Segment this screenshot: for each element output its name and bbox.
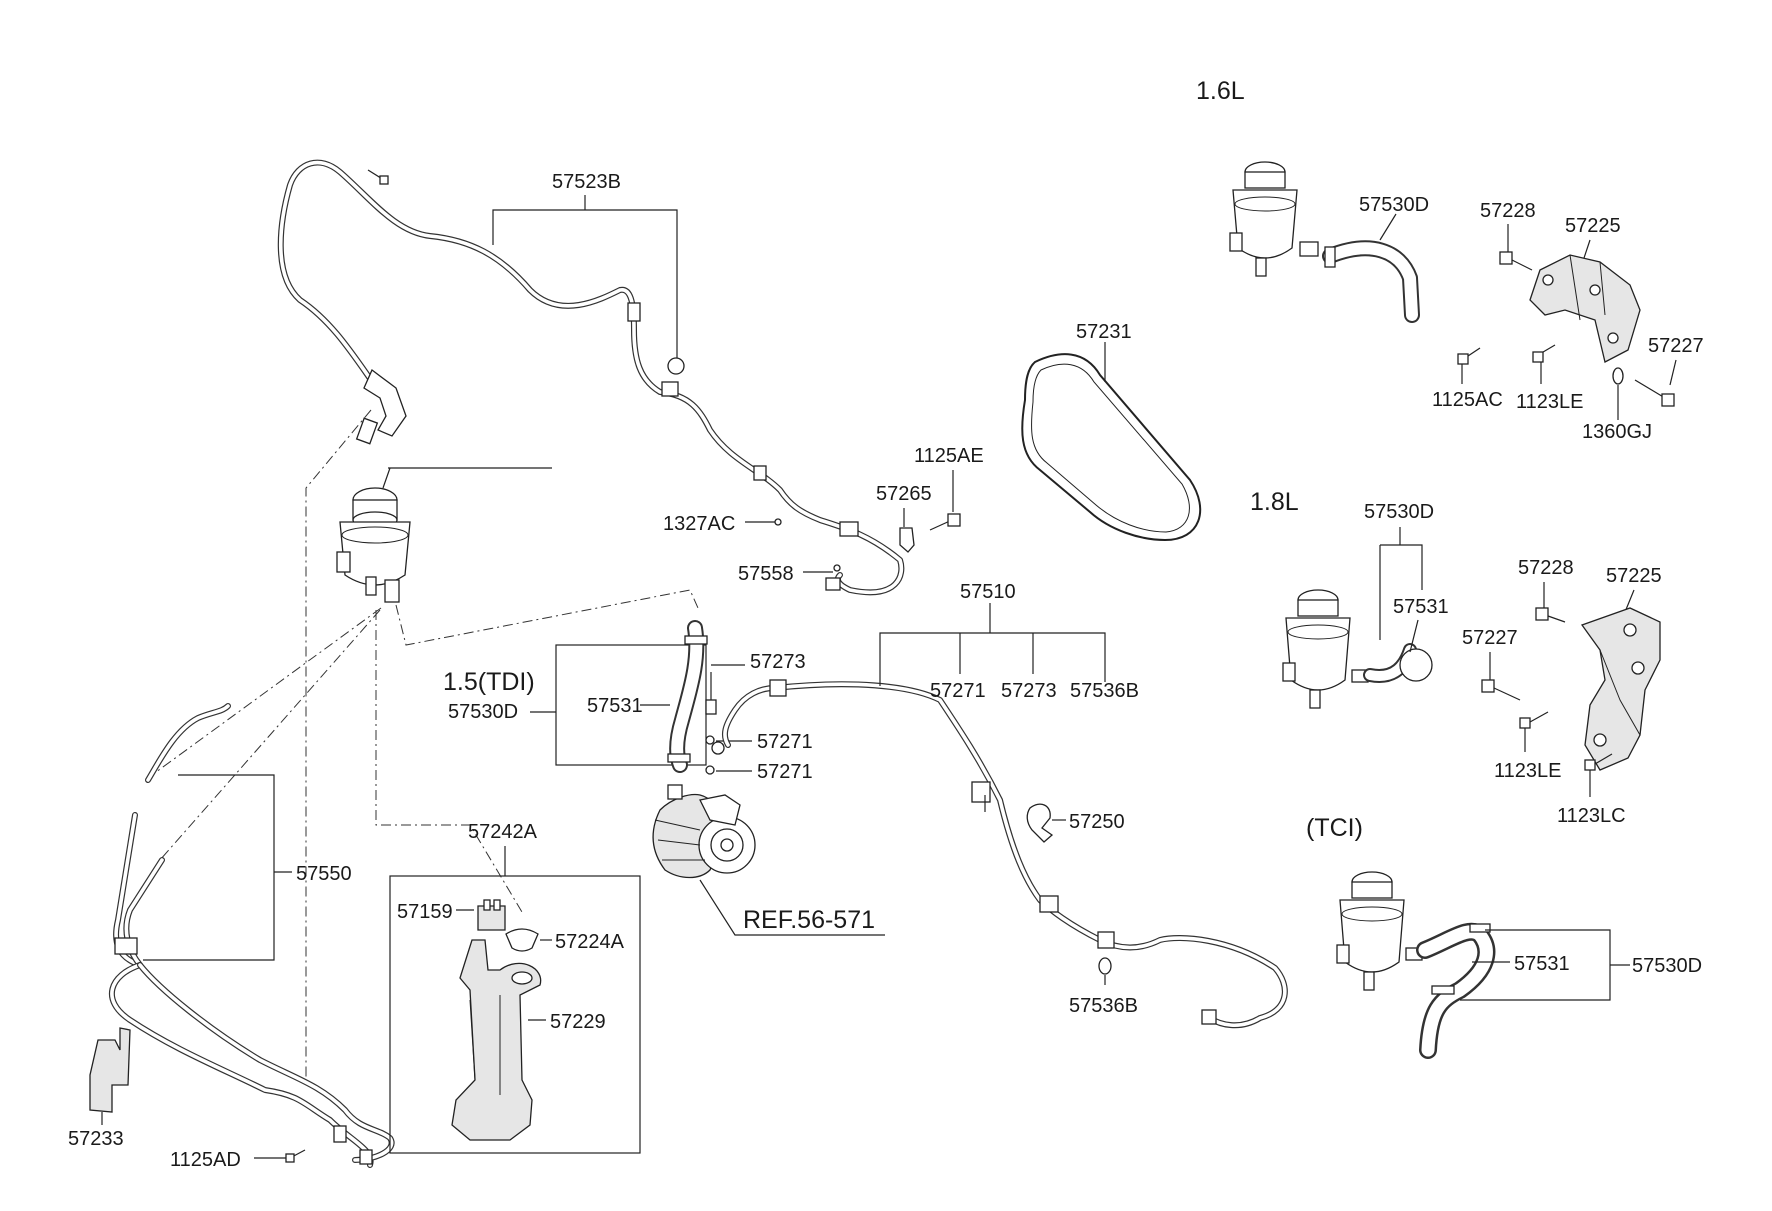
bolt-icon bbox=[1634, 379, 1675, 407]
oil-reservoir-icon bbox=[336, 467, 552, 603]
clamp-icon bbox=[1026, 803, 1054, 843]
callout-57273-a: 57273 bbox=[1001, 680, 1057, 702]
power-steering-pump-icon bbox=[652, 784, 756, 879]
hose-icon bbox=[1363, 643, 1433, 683]
callout-57159: 57159 bbox=[397, 901, 453, 923]
callout-57531-tci: 57531 bbox=[1514, 953, 1570, 975]
callout-57250: 57250 bbox=[1069, 811, 1125, 833]
callout-1327ac: 1327AC bbox=[663, 513, 735, 535]
clamp-icon bbox=[1612, 367, 1624, 385]
callout-57242a: 57242A bbox=[468, 821, 538, 843]
callout-57558: 57558 bbox=[738, 563, 794, 585]
hose-icon bbox=[667, 620, 708, 773]
clamp-icon bbox=[705, 765, 715, 775]
callout-57225-1-8l: 57225 bbox=[1606, 565, 1662, 587]
callout-1125ac: 1125AC bbox=[1432, 389, 1503, 411]
callout-57227-1-6l: 57227 bbox=[1648, 335, 1704, 357]
callout-1123le-1-8l: 1123LE bbox=[1494, 760, 1561, 782]
callout-1123lc: 1123LC bbox=[1557, 805, 1626, 827]
callout-ref-56-571: REF.56-571 bbox=[743, 906, 875, 934]
clamp-icon bbox=[774, 518, 782, 526]
variant-label-tdi: 1.5(TDI) bbox=[443, 668, 535, 696]
bolt-icon bbox=[1481, 679, 1521, 701]
callout-1360gj: 1360GJ bbox=[1582, 421, 1652, 443]
bolt-icon bbox=[929, 513, 961, 531]
callout-57536b-a: 57536B bbox=[1070, 680, 1139, 702]
clamp-icon bbox=[1098, 957, 1112, 975]
callout-57233: 57233 bbox=[68, 1128, 124, 1150]
callout-57273-b: 57273 bbox=[750, 651, 806, 673]
clamp-icon bbox=[505, 928, 539, 952]
callout-57530d-tci: 57530D bbox=[1632, 955, 1702, 977]
callout-57227-1-8l: 57227 bbox=[1462, 627, 1518, 649]
clamp-icon bbox=[705, 735, 715, 745]
callout-57531-tdi: 57531 bbox=[587, 695, 643, 717]
callout-57225-1-6l: 57225 bbox=[1565, 215, 1621, 237]
mounting-bracket-icon bbox=[451, 939, 542, 1141]
clamp-icon bbox=[477, 899, 506, 931]
bolt-icon bbox=[1532, 344, 1556, 363]
callout-57510: 57510 bbox=[960, 581, 1016, 603]
callout-57530d-tdi: 57530D bbox=[448, 701, 518, 723]
callout-1125ae: 1125AE bbox=[914, 445, 984, 467]
callout-57224a: 57224A bbox=[555, 931, 625, 953]
drive-belt-icon bbox=[1021, 353, 1202, 542]
callout-57550: 57550 bbox=[296, 863, 352, 885]
callout-57231: 57231 bbox=[1076, 321, 1132, 343]
hose-57550 bbox=[108, 703, 395, 1168]
callout-57271-a: 57271 bbox=[930, 680, 986, 702]
callout-1125ad: 1125AD bbox=[170, 1149, 241, 1171]
bolt-icon bbox=[1519, 711, 1549, 729]
variant-label-1-6l: 1.6L bbox=[1196, 77, 1245, 105]
clamp-icon bbox=[833, 564, 841, 572]
pressure-hose-57510 bbox=[711, 679, 1288, 1029]
oil-reservoir-icon bbox=[1229, 161, 1319, 277]
mounting-bracket-icon bbox=[1580, 607, 1661, 771]
hose-icon bbox=[1322, 240, 1420, 323]
variant-label-1-8l: 1.8L bbox=[1250, 488, 1299, 516]
clamp-icon bbox=[667, 357, 685, 375]
callout-57523b: 57523B bbox=[552, 171, 621, 193]
bolt-icon bbox=[705, 672, 717, 715]
callout-57530d-1-8l: 57530D bbox=[1364, 501, 1434, 523]
callout-57531-1-8l: 57531 bbox=[1393, 596, 1449, 618]
bolt-icon bbox=[1457, 347, 1481, 365]
bracket-group-box bbox=[389, 875, 641, 1154]
bolt-icon bbox=[1535, 607, 1566, 623]
bolt-icon bbox=[285, 1149, 306, 1163]
callout-57271-c: 57271 bbox=[757, 761, 813, 783]
callout-57228-1-8l: 57228 bbox=[1518, 557, 1574, 579]
callout-57229: 57229 bbox=[550, 1011, 606, 1033]
bolt-icon bbox=[1499, 251, 1533, 271]
clamp-icon bbox=[899, 527, 915, 553]
callout-57536b-b: 57536B bbox=[1069, 995, 1138, 1017]
callout-57530d-1-6l: 57530D bbox=[1359, 194, 1429, 216]
callout-57265: 57265 bbox=[876, 483, 932, 505]
oil-reservoir-icon bbox=[1336, 871, 1423, 991]
return-pipe-57523b bbox=[277, 159, 905, 596]
variant-label-tci: (TCI) bbox=[1306, 814, 1363, 842]
bolt-icon bbox=[367, 169, 389, 185]
mounting-bracket-icon bbox=[89, 1027, 131, 1113]
callout-1123le-1-6l: 1123LE bbox=[1516, 391, 1583, 413]
hose-icon bbox=[1416, 922, 1496, 1059]
oil-reservoir-icon bbox=[1282, 589, 1369, 709]
mounting-bracket-icon bbox=[1529, 254, 1641, 363]
callout-57228-1-6l: 57228 bbox=[1480, 200, 1536, 222]
callout-57271-b: 57271 bbox=[757, 731, 813, 753]
